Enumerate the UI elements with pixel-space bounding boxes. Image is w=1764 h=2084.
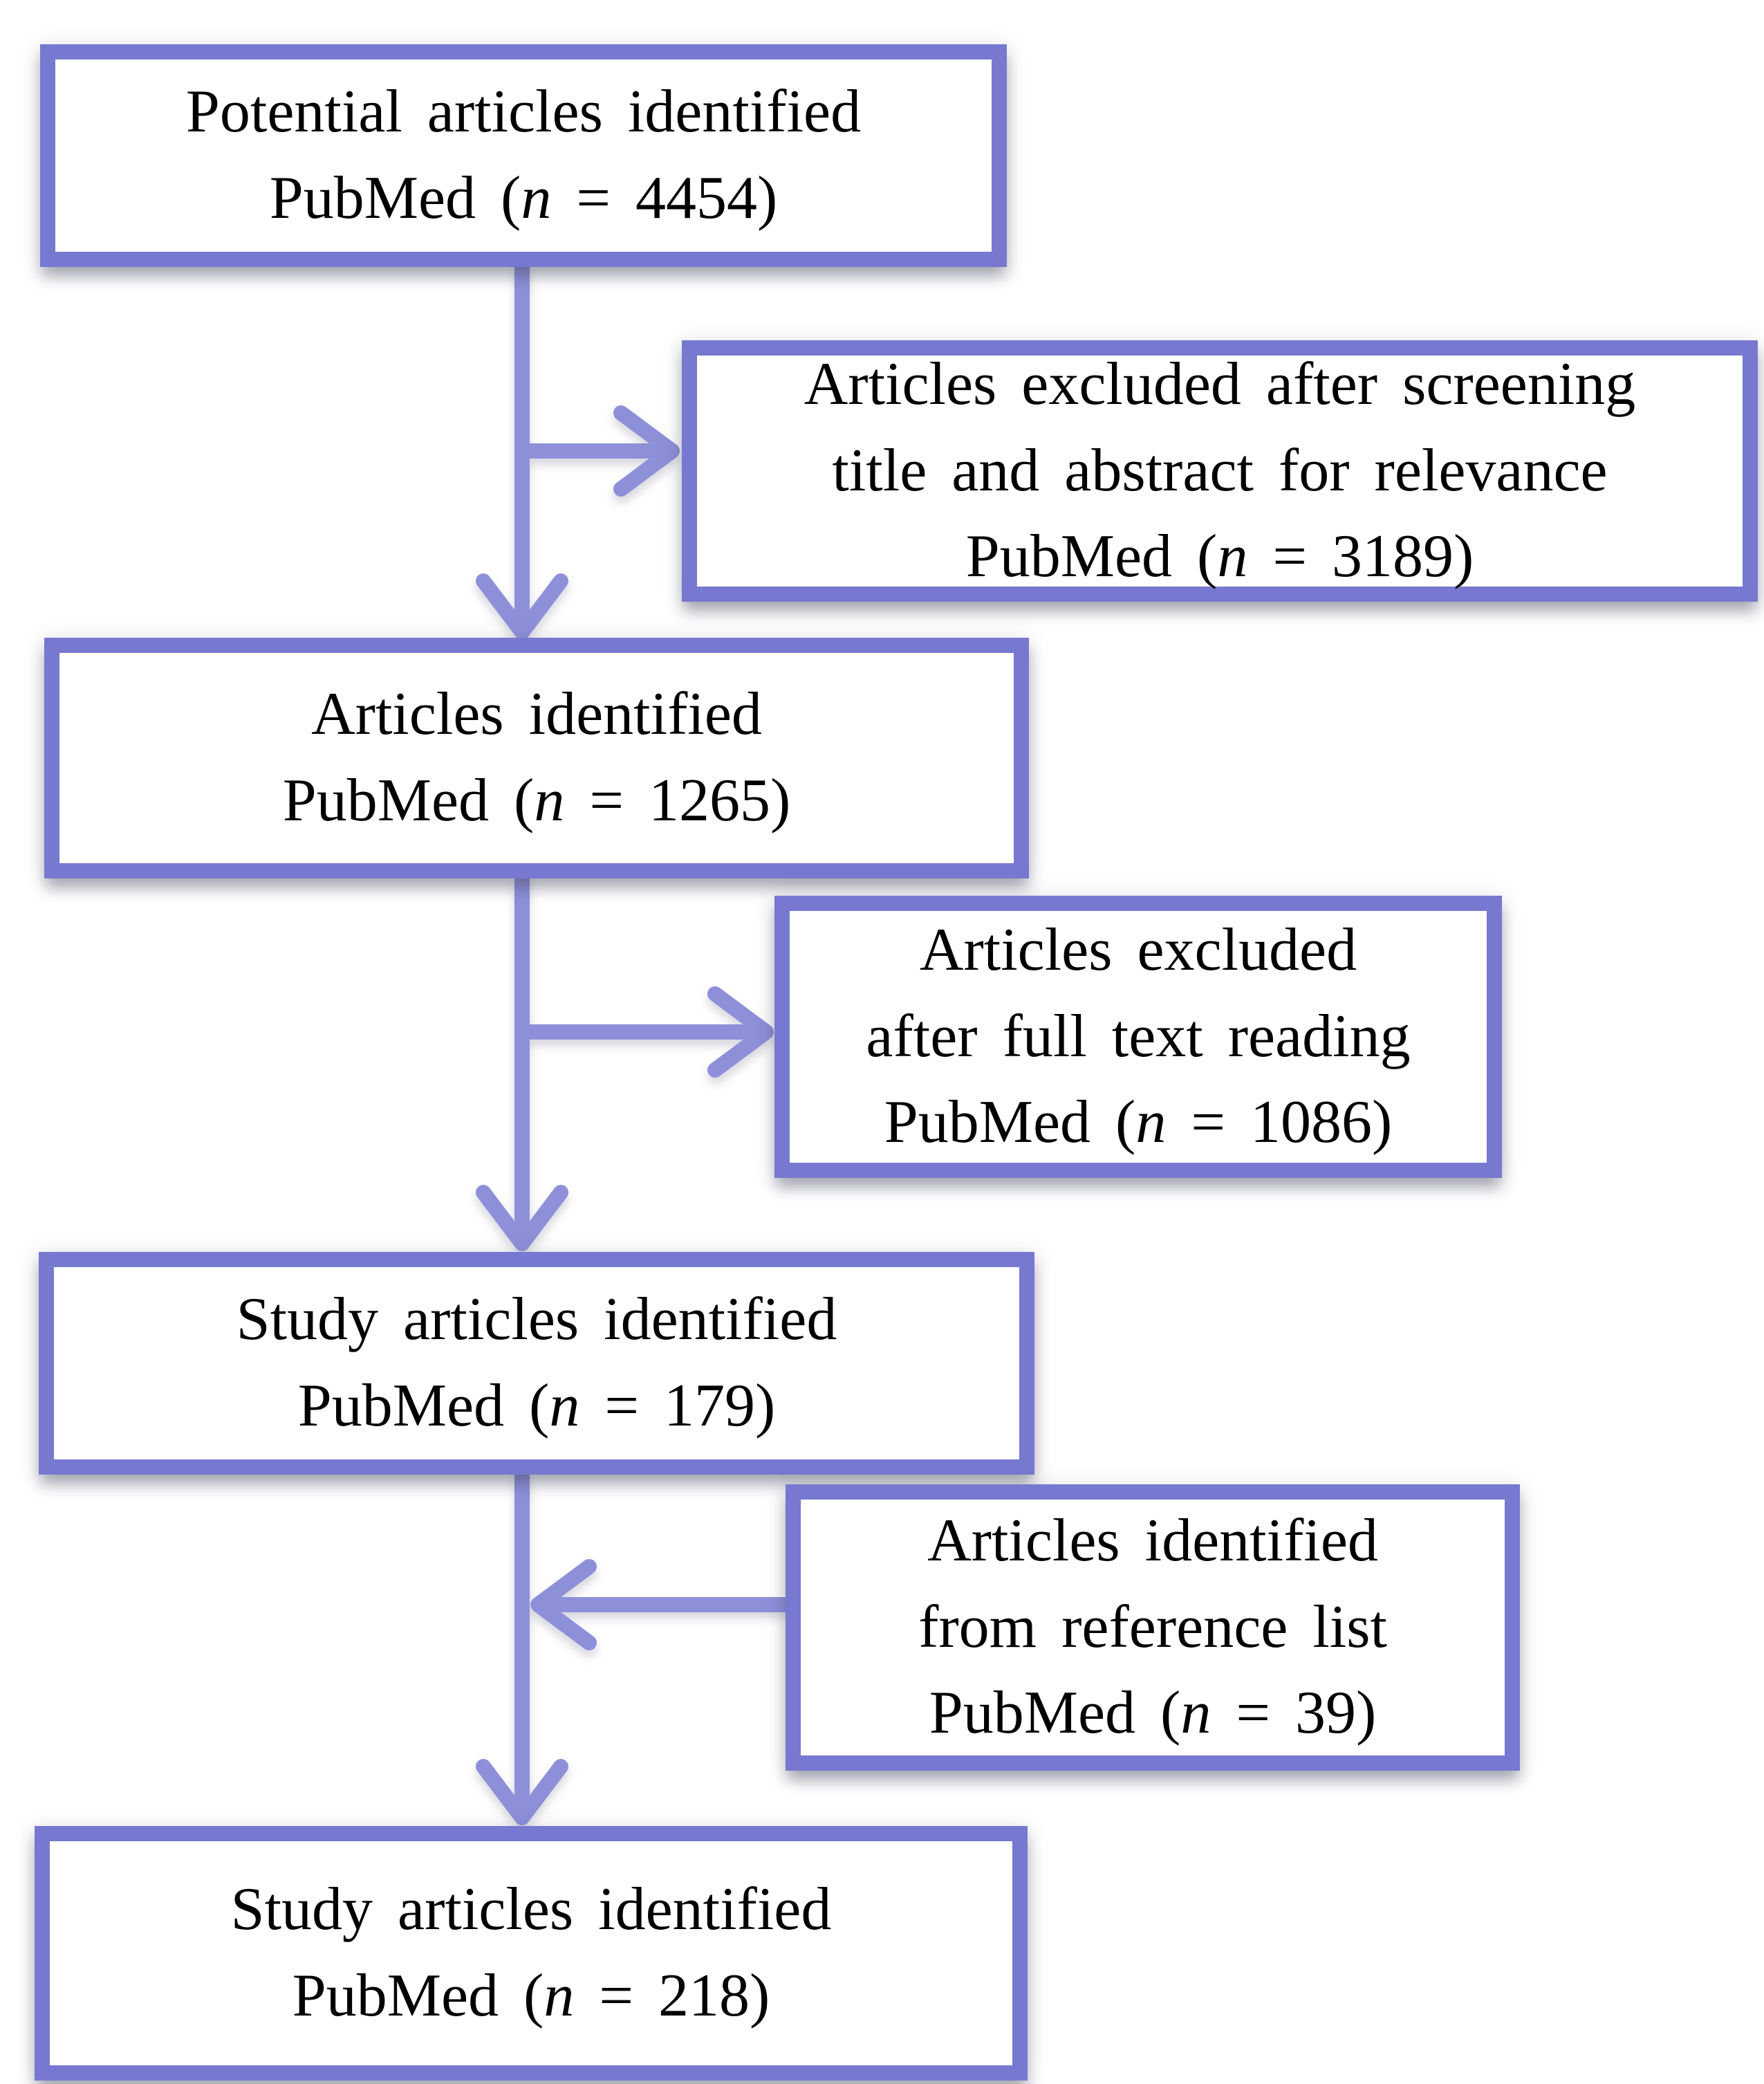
text-line: Articles identified [311, 672, 762, 758]
text-line: PubMed (n = 1086) [884, 1080, 1393, 1166]
text-segment: after full text reading [866, 1002, 1411, 1070]
text-line: Study articles identified [231, 1867, 832, 1953]
arrow-left-chevron-1 [530, 1559, 597, 1650]
text-line: PubMed (n = 3189) [966, 514, 1474, 600]
box-excluded-screening: Articles excluded after screening title a… [682, 340, 1758, 602]
text-line: title and abstract for relevance [832, 428, 1607, 515]
text-segment: PubMed ( [269, 165, 521, 232]
text-segment: = 179) [579, 1372, 776, 1439]
text-segment: = 1265) [564, 767, 791, 834]
text-segment: PubMed ( [884, 1089, 1136, 1156]
text-line: PubMed (n = 179) [298, 1363, 776, 1450]
text-segment: = 4454) [551, 165, 778, 232]
text-segment: = 3189) [1247, 523, 1474, 591]
text-segment: PubMed ( [292, 1962, 544, 2029]
text-segment: Articles identified [927, 1506, 1378, 1574]
arrow-right-chevron-2 [707, 986, 774, 1078]
text-line: Articles identified [927, 1498, 1378, 1585]
text-segment: from reference list [918, 1593, 1387, 1661]
text-line: after full text reading [866, 994, 1410, 1080]
n-count-variable: n [534, 767, 565, 834]
text-segment: PubMed ( [282, 767, 535, 834]
text-segment: = 1086) [1166, 1089, 1393, 1156]
n-count-variable: n [544, 1962, 575, 2029]
text-line: Potential articles identified [186, 69, 861, 156]
text-line: PubMed (n = 1265) [283, 758, 791, 845]
text-line: Articles excluded after screening [804, 342, 1636, 428]
text-segment: PubMed ( [297, 1372, 550, 1439]
arrow-right-chevron-1 [613, 405, 680, 497]
arrow-down-chevron-2 [476, 1185, 568, 1251]
text-segment: Potential articles identified [185, 78, 862, 146]
text-line: PubMed (n = 218) [293, 1953, 770, 2040]
arrow-down-chevron-1 [476, 573, 568, 640]
text-segment: title and abstract for relevance [832, 436, 1608, 504]
text-segment: PubMed ( [965, 523, 1218, 591]
text-line: Articles excluded [920, 907, 1357, 994]
text-segment: Articles excluded after screening [804, 350, 1636, 418]
box-excluded-fulltext: Articles excluded after full text reading… [774, 896, 1502, 1178]
text-segment: Articles excluded [919, 916, 1357, 984]
text-line: Study articles identified [236, 1277, 837, 1363]
n-count-variable: n [1180, 1679, 1211, 1747]
text-line: PubMed (n = 4454) [270, 156, 778, 242]
n-count-variable: n [549, 1372, 580, 1439]
n-count-variable: n [1135, 1089, 1167, 1156]
text-line: from reference list [918, 1585, 1387, 1671]
text-segment: Study articles identified [236, 1286, 837, 1354]
text-segment: = 218) [574, 1962, 770, 2029]
n-count-variable: n [1217, 523, 1248, 591]
text-segment: Articles identified [311, 681, 762, 748]
text-segment: Study articles identified [230, 1876, 832, 1944]
text-segment: PubMed ( [929, 1679, 1181, 1747]
n-count-variable: n [521, 165, 552, 232]
text-segment: = 39) [1211, 1679, 1377, 1747]
text-line: PubMed (n = 39) [929, 1670, 1377, 1757]
arrow-down-chevron-3 [476, 1759, 568, 1825]
